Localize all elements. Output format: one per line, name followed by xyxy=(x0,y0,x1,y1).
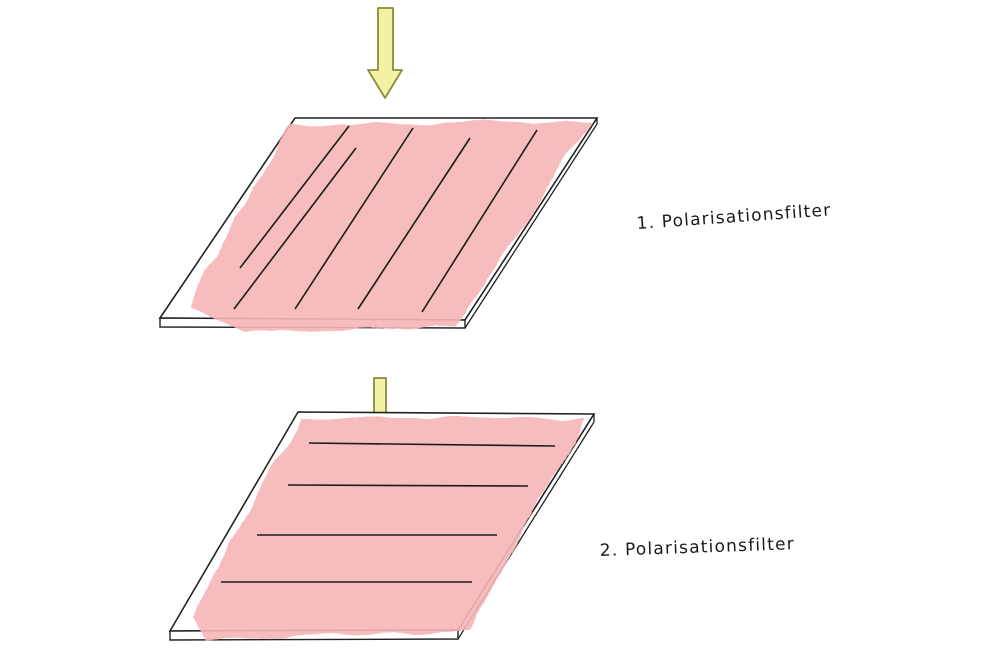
light-arrow-top xyxy=(367,7,403,99)
polarization-filter-2 xyxy=(168,411,596,641)
filter-2-label: 2. Polarisationsfilter xyxy=(599,534,795,561)
polarization-filter-1 xyxy=(158,117,599,332)
filter-1-label: 1. Polarisationsfilter xyxy=(636,200,832,234)
filter-2-polarization-lines xyxy=(221,442,556,583)
filter-2-tint xyxy=(192,418,585,640)
filter-1-tint xyxy=(188,122,592,332)
filter-1-polarization-lines xyxy=(233,125,538,313)
